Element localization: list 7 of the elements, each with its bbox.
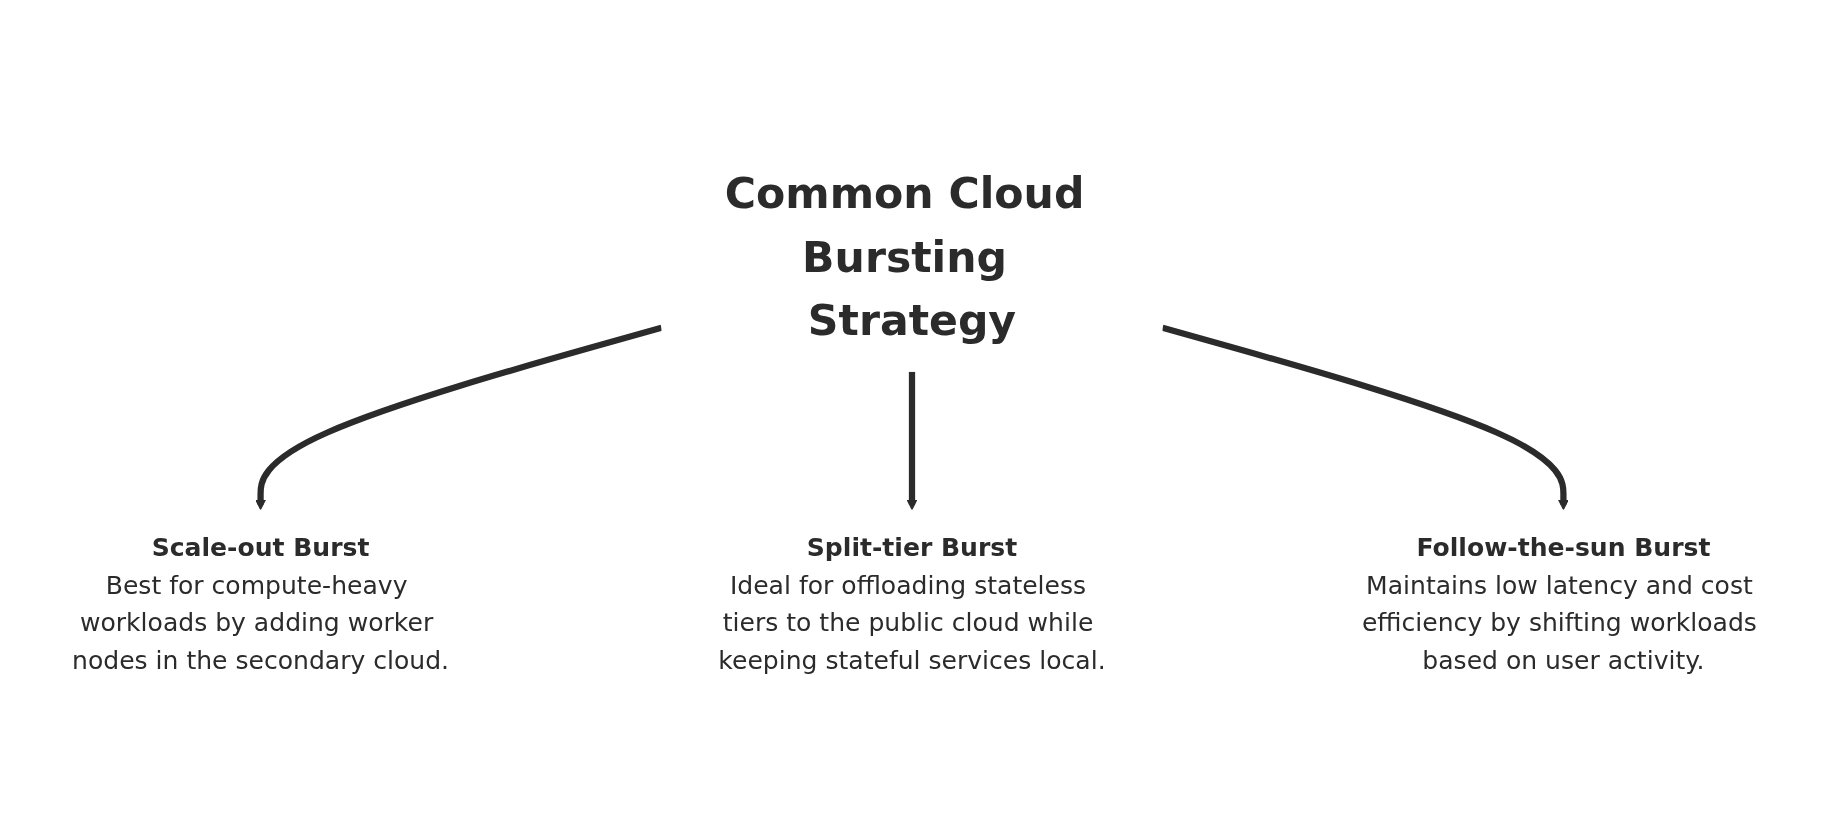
node-text: Scale-out Burst Best for compute-heavy workloads by adding worker nodes in the secondary cloud.: [72, 532, 450, 675]
node-text: Common Cloud Bursting Strategy: [724, 167, 1085, 346]
arrow: [1161, 324, 1569, 511]
arrow: [255, 324, 663, 511]
node-text: Follow-the-sun Burst Maintains low latency and cost efficiency by shifting workloads based on user activity.: [1361, 532, 1757, 675]
arrow: [906, 371, 918, 511]
node-text: Split-tier Burst Ideal for offloading stateless tiers to the public cloud while keeping stateful services local.: [718, 532, 1106, 675]
